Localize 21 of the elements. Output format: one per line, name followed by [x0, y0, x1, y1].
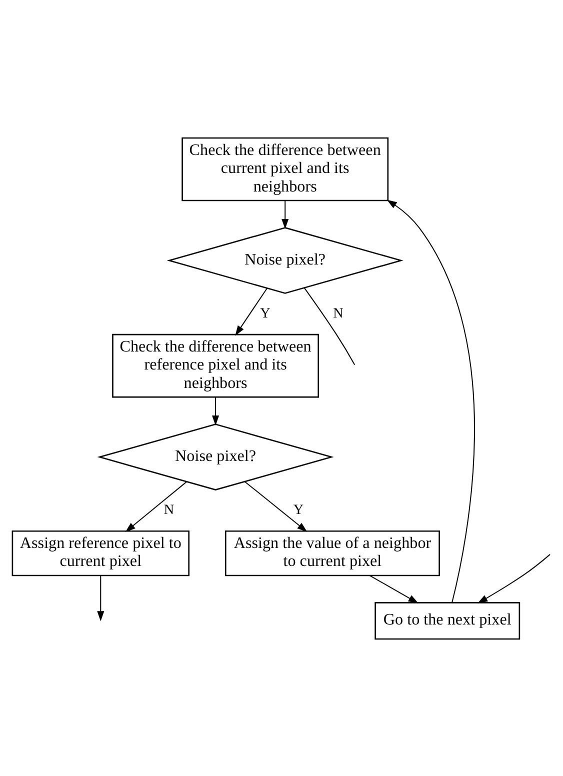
- arrow: [97, 575, 104, 621]
- node-box: Go to the next pixel: [374, 602, 520, 640]
- node-box: Assign the value of a neighbor to current pixel: [224, 530, 440, 576]
- edge-label: N: [333, 305, 344, 322]
- arrow: [125, 480, 187, 532]
- edge-label: Y: [260, 305, 270, 322]
- arrow: [386, 199, 475, 602]
- arrow: [282, 200, 289, 229]
- arrow: [478, 554, 550, 603]
- arrow: [212, 397, 220, 426]
- node-box: Assign reference pixel to current pixel: [12, 530, 190, 576]
- edge-label: Y: [293, 502, 304, 518]
- arrow: [244, 480, 308, 532]
- connector: [304, 287, 356, 365]
- node-diamond: Noise pixel?: [166, 226, 404, 294]
- node-diamond: Noise pixel?: [97, 423, 334, 490]
- arrow: [370, 574, 418, 603]
- edge-label: N: [164, 502, 174, 518]
- arrow: [235, 288, 268, 336]
- node-box: Check the difference between reference pixel and its neighbors: [112, 333, 320, 398]
- node-box: Check the difference between current pixel and its neighbors: [182, 136, 389, 201]
